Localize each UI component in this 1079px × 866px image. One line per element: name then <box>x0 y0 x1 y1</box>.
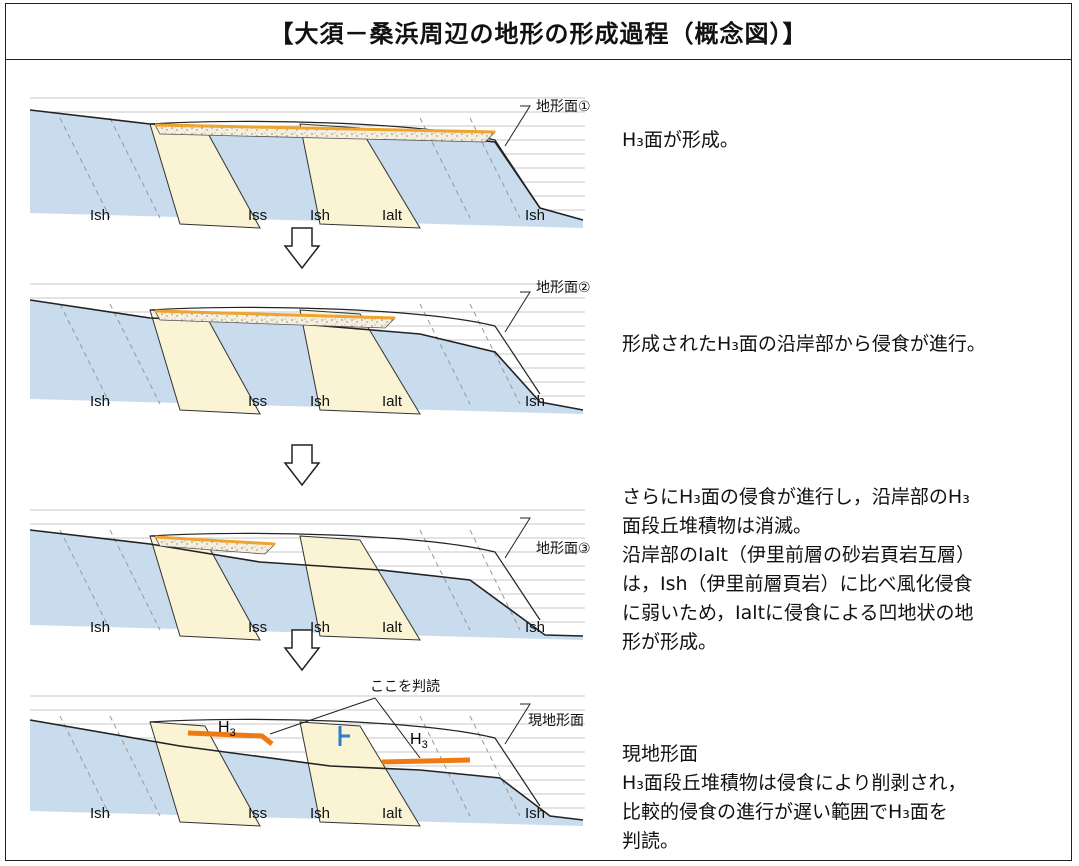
description-1-line-1: H₃面が形成。 <box>622 129 739 151</box>
topographic-profile <box>29 299 584 411</box>
down-arrow-3 <box>283 629 321 672</box>
down-arrow-2 <box>283 444 321 487</box>
h3-remnant-1 <box>187 730 274 746</box>
surface-label-3: 地形面③ <box>536 541 591 557</box>
surface-label-2: 地形面② <box>536 280 591 296</box>
sandstone-band-2 <box>299 535 421 641</box>
unit-label: Ialt <box>382 207 403 224</box>
unit-label: Ish <box>310 207 330 224</box>
surface-leader <box>504 703 531 745</box>
bedding-line <box>59 715 111 817</box>
former-surface-line <box>149 532 541 621</box>
unit-label: Ish <box>90 805 110 822</box>
callout-label: ここを判読 <box>370 679 440 695</box>
bedding-line <box>109 715 161 817</box>
unit-label: Ish <box>90 619 110 636</box>
unit-label: Iss <box>248 805 267 822</box>
unit-label: Ish <box>525 805 545 822</box>
description-3-line-3: 沿岸部のIalt（伊里前層の砂岩頁岩互層） <box>622 544 975 566</box>
unit-label: Iss <box>248 207 267 224</box>
unit-label: Ish <box>310 805 330 822</box>
down-arrow-1 <box>283 227 321 270</box>
surface-label-1: 地形面① <box>536 99 591 115</box>
bedding-line <box>419 715 471 817</box>
surface-leader <box>504 291 531 333</box>
sandstone-band-1 <box>149 721 261 827</box>
description-3-line-2: 面段丘堆積物は消滅。 <box>622 515 813 537</box>
description-4-line-2: H₃面段丘堆積物は侵食により削剥され， <box>622 772 967 794</box>
unit-label: Ish <box>525 207 545 224</box>
unit-label: Ialt <box>382 393 403 410</box>
bedding-line <box>109 303 161 405</box>
bedding-line <box>109 117 161 219</box>
description-3-line-4: は，Ish（伊里前層頁岩）に比べ風化侵食 <box>622 573 973 595</box>
bedding-line <box>59 529 111 631</box>
unit-label: Ialt <box>382 805 403 822</box>
h3-remnant-2 <box>381 757 471 765</box>
unit-label: Iss <box>248 619 267 636</box>
description-3-line-5: に弱いため，Ialtに侵食による凹地状の地 <box>622 602 974 624</box>
unit-label: Ish <box>525 393 545 410</box>
unit-label: Ish <box>90 207 110 224</box>
bedding-line <box>469 529 521 631</box>
cross-section-panel-2: Ish Iss Ish Ialt Ish <box>29 283 585 415</box>
cross-section-panel-1: Ish Iss Ish Ialt Ish <box>29 97 585 229</box>
topographic-profile <box>29 719 584 821</box>
topographic-profile <box>29 529 584 637</box>
description-4-line-3: 比較的侵食の進行が遅い範囲でH₃面を <box>622 801 948 823</box>
bedding-line <box>419 303 471 405</box>
unit-label: Ish <box>525 619 545 636</box>
callout-line <box>374 697 421 759</box>
sandstone-band-2 <box>299 309 421 415</box>
sandstone-band-2 <box>299 721 421 827</box>
description-4-line-1: 現地形面 <box>622 743 699 765</box>
terrace-surface <box>154 309 396 320</box>
bedding-line <box>59 303 111 405</box>
description-3-line-6: 形が形成。 <box>622 631 718 653</box>
unit-label: Iss <box>248 393 267 410</box>
unit-label: Ish <box>310 393 330 410</box>
description-4: 現地形面 H₃面段丘堆積物は侵食により削剥され， 比較的侵食の進行が遅い範囲でH… <box>622 740 967 856</box>
description-1: H₃面が形成。 <box>622 126 739 155</box>
figure-title: 【大須－桑浜周辺の地形の形成過程（概念図）】 <box>269 20 808 48</box>
unit-label: Ish <box>90 393 110 410</box>
bedding-line <box>59 117 111 219</box>
former-surface-line <box>149 718 541 807</box>
callout-line <box>269 697 376 735</box>
description-3-line-1: さらにH₃面の侵食が進行し，沿岸部のH₃ <box>622 486 970 508</box>
former-surface-line <box>149 306 541 395</box>
description-2-line-1: 形成されたH₃面の沿岸部から侵食が進行。 <box>622 333 986 355</box>
bedding-line <box>469 303 521 405</box>
unit-label: Ialt <box>382 619 403 636</box>
bedding-line <box>109 529 161 631</box>
unit-label: Ish <box>310 619 330 636</box>
surface-label-4: 現地形面 <box>528 713 584 729</box>
terrace-surface <box>154 123 496 134</box>
description-4-line-4: 判読。 <box>622 830 680 852</box>
sandstone-band-2 <box>299 123 421 229</box>
surface-leader <box>504 105 531 147</box>
bedding-line <box>419 529 471 631</box>
title-box: 【大須－桑浜周辺の地形の形成過程（概念図）】 <box>5 3 1072 60</box>
bedding-line <box>469 715 521 817</box>
description-3: さらにH₃面の侵食が進行し，沿岸部のH₃ 面段丘堆積物は消滅。 沿岸部のIalt… <box>622 483 975 657</box>
cross-section-panel-3: Ish Iss Ish Ialt Ish <box>29 509 585 641</box>
surface-leader <box>504 517 531 559</box>
terrace-surface <box>154 535 276 546</box>
description-2: 形成されたH₃面の沿岸部から侵食が進行。 <box>622 330 986 359</box>
